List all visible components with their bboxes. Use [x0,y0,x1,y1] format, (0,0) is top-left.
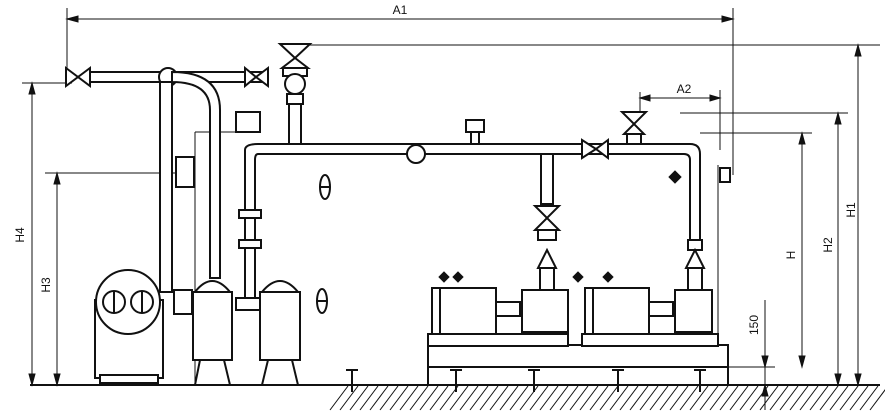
hatch-line [329,385,349,411]
hatch-line [709,385,729,411]
pump-foundation [427,344,729,385]
dim-label-h3: H3 [39,277,53,293]
hatch-line [369,385,389,411]
top-check-valve [277,43,313,155]
hatch-line [519,385,539,411]
hatch-line [639,385,659,411]
hatch-line [699,385,719,411]
hatch-line [559,385,579,411]
gauge-symbols [235,111,331,314]
hatch-line [469,385,489,411]
hatch-line [409,385,429,411]
hatch-line [839,385,859,411]
hatch-line [449,385,469,411]
hatch-line [829,385,849,411]
dim-label-a2: A2 [677,82,692,96]
hatch-line [629,385,649,411]
hatch-line [739,385,759,411]
hatch-line [759,385,779,411]
dimension-h4: H4 [13,81,72,387]
hatch-line [349,385,369,411]
hatch-line [389,385,409,411]
hatch-line [859,385,879,411]
hatch-line [419,385,439,411]
support-legs [346,369,706,392]
dimension-base: 150 [728,300,775,410]
hatch-line [809,385,829,411]
hatch-line [529,385,549,411]
hatch-line [459,385,479,411]
hatch-line [779,385,799,411]
hatch-line [609,385,629,411]
hatch-line [649,385,669,411]
hatch-line [719,385,739,411]
hatch-line [769,385,789,411]
vacuum-tank [94,269,164,384]
hatch-line [569,385,589,411]
hatch-line [619,385,639,411]
hatch-line [339,385,359,411]
hatch-line [379,385,399,411]
dimension-a1: A1 [65,3,735,175]
hatch-line [399,385,419,411]
ground-hatching [329,385,885,411]
hatch-line [679,385,699,411]
hatch-line [599,385,619,411]
dim-label-h4: H4 [13,227,27,243]
filter-tank-right [235,280,301,386]
hatch-line [549,385,569,411]
hatch-line [849,385,869,411]
dimension-h: H [700,131,812,369]
pump-right [581,239,719,347]
hatch-line [589,385,609,411]
main-manifold [238,111,731,301]
hatch-line [479,385,499,411]
pump-left [427,153,584,347]
hatch-line [789,385,809,411]
hatch-line [669,385,689,411]
hatch-line [489,385,509,411]
dimension-h3: H3 [39,171,185,387]
hatch-line [499,385,519,411]
dim-label-h1: H1 [844,202,858,218]
dimension-h1: H1 [300,43,880,387]
dim-label-h: H [784,251,798,260]
hatch-line [509,385,529,411]
hatch-line [729,385,749,411]
hatch-line [659,385,679,411]
dimension-a2: A2 [638,82,722,150]
hatch-line [429,385,449,411]
hatch-line [689,385,709,411]
hatch-line [869,389,885,411]
hatch-line [819,385,839,411]
hatch-line [359,385,379,411]
dim-label-a1: A1 [393,3,408,17]
dimension-h2: H2 [680,111,848,387]
left-riser-pipes [159,70,221,315]
hatch-line [799,385,819,411]
dim-label-base: 150 [747,315,761,335]
hatch-line [539,385,559,411]
dim-label-h2: H2 [821,237,835,253]
hatch-line [579,385,599,411]
filter-tank-left [192,280,233,386]
